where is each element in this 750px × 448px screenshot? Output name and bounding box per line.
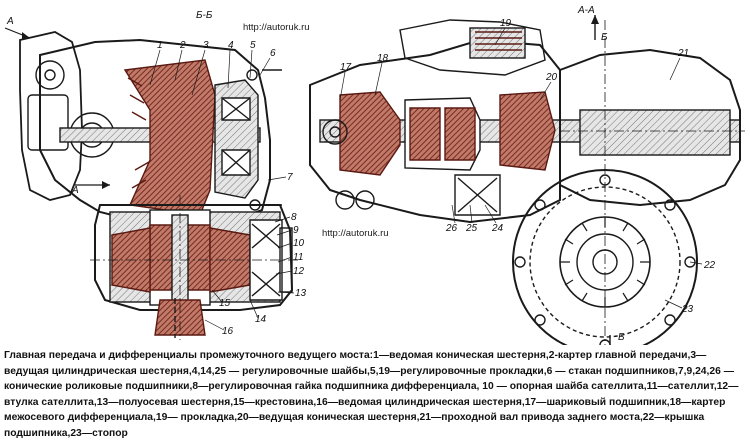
part-label-1: 1 bbox=[157, 40, 163, 51]
section-label-a-left: А bbox=[6, 16, 14, 27]
part-number-labels: 1 2 3 4 5 6 7 8 9 10 11 12 13 14 15 16 1… bbox=[157, 18, 716, 337]
part-label-10: 10 bbox=[293, 238, 305, 249]
part-label-21: 21 bbox=[677, 48, 689, 59]
part-label-7: 7 bbox=[287, 172, 293, 183]
part-label-19: 19 bbox=[500, 18, 512, 29]
section-label-b-lower: Б bbox=[618, 332, 625, 343]
part-label-18: 18 bbox=[377, 53, 389, 64]
part-label-9: 9 bbox=[293, 225, 299, 236]
section-label-bb: Б-Б bbox=[196, 10, 213, 21]
rear-drive-housing bbox=[512, 15, 745, 345]
part-label-15: 15 bbox=[219, 298, 231, 309]
figure-caption: Главная передача и дифференциалы промежу… bbox=[4, 350, 739, 439]
part-label-11: 11 bbox=[293, 252, 303, 263]
main-gear-section bbox=[4, 27, 282, 227]
part-label-22: 22 bbox=[703, 260, 716, 271]
part-label-24: 24 bbox=[491, 223, 504, 234]
gearbox-cross-section-drawing: Б-Б А-А А А Б Б http://autoruk.ru http:/… bbox=[4, 5, 745, 345]
part-label-8: 8 bbox=[291, 212, 297, 223]
part-label-16: 16 bbox=[222, 326, 234, 337]
leader-lines bbox=[149, 27, 703, 331]
part-label-4: 4 bbox=[228, 40, 234, 51]
differential-section bbox=[90, 195, 300, 340]
section-label-a-lower: А bbox=[71, 185, 79, 196]
part-label-23: 23 bbox=[681, 304, 694, 315]
section-label-b-upper: Б bbox=[601, 32, 608, 43]
part-label-26: 26 bbox=[445, 223, 458, 234]
watermark-top: http://autoruk.ru bbox=[243, 22, 310, 33]
part-label-25: 25 bbox=[465, 223, 478, 234]
part-label-14: 14 bbox=[255, 314, 267, 325]
part-label-20: 20 bbox=[545, 72, 558, 83]
part-label-6: 6 bbox=[270, 48, 276, 59]
part-label-13: 13 bbox=[295, 288, 307, 299]
part-label-3: 3 bbox=[203, 40, 209, 51]
part-label-5: 5 bbox=[250, 40, 256, 51]
part-label-2: 2 bbox=[179, 40, 186, 51]
watermark-middle: http://autoruk.ru bbox=[322, 228, 389, 239]
part-label-17: 17 bbox=[340, 62, 352, 73]
part-label-12: 12 bbox=[293, 266, 305, 277]
section-label-aa: А-А bbox=[577, 5, 595, 16]
